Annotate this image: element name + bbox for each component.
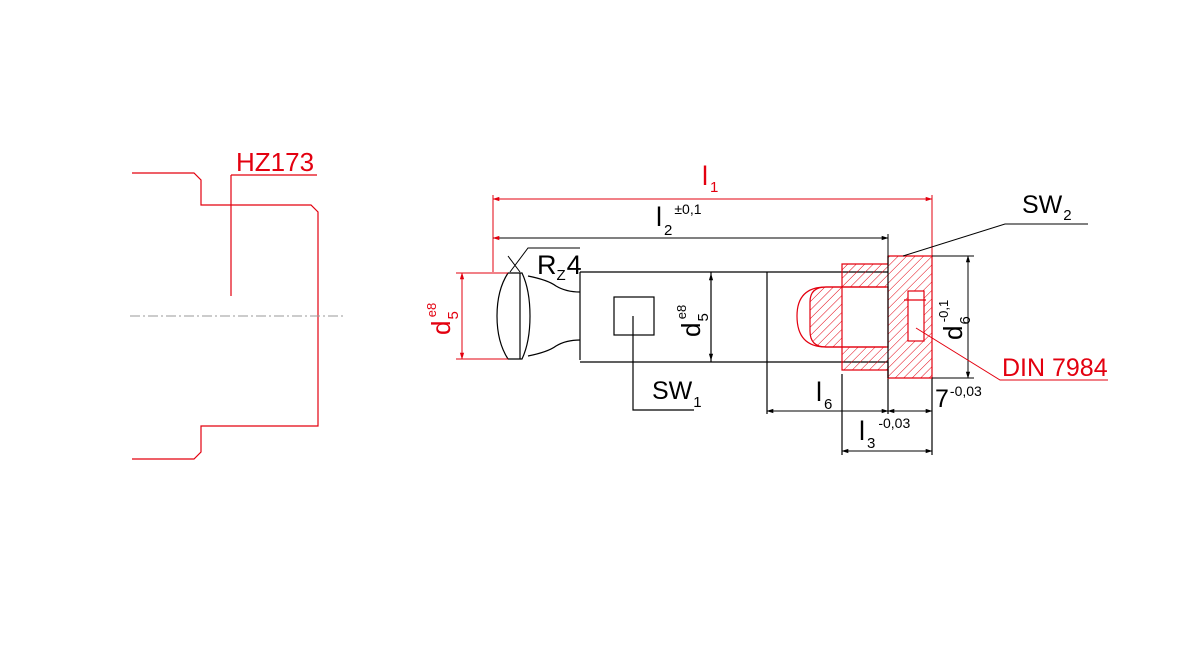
sw2-label: SW2	[1022, 191, 1072, 224]
svg-text:d5e8: d5e8	[424, 303, 462, 335]
din-7984-screw	[796, 255, 933, 379]
d6-label: d6-0,1	[936, 300, 974, 340]
dimension-lines	[456, 195, 1108, 454]
sw1-label: SW1	[652, 377, 702, 411]
seven-label: 7-0,03	[935, 383, 982, 413]
din-7984-label: DIN 7984	[1002, 354, 1108, 382]
d5-inner-label: d5e8	[674, 305, 712, 337]
hz173-label: HZ173	[236, 147, 314, 177]
d5-left-label: d5e8	[424, 303, 462, 335]
svg-text:d5e8: d5e8	[674, 305, 712, 337]
rz-label: RZ4	[537, 250, 582, 284]
hz173-part	[132, 172, 319, 460]
svg-text:d6-0,1: d6-0,1	[936, 300, 974, 340]
